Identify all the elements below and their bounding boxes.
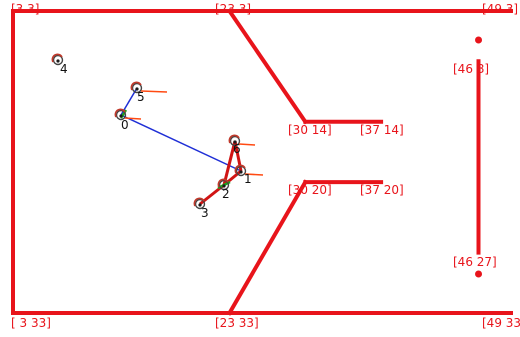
agent-ring-6 — [229, 135, 241, 147]
label-3-3: [3 3] — [11, 2, 40, 16]
agent-id-3: 3 — [201, 206, 209, 220]
label-37-20: [37 20] — [360, 183, 404, 197]
agent-id-1: 1 — [244, 172, 252, 186]
agent-id-6: 6 — [233, 142, 241, 156]
agent-3 — [193, 197, 206, 210]
agent-arc-3 — [193, 197, 205, 207]
agent-5 — [130, 81, 168, 94]
label-46-27: [46 27] — [453, 255, 497, 269]
agent-arc-4 — [51, 53, 63, 63]
agent-center-4 — [56, 59, 60, 63]
agent-1 — [234, 164, 264, 177]
agent-center-0 — [119, 114, 123, 118]
label-23-33: [23 33] — [215, 316, 259, 330]
agent-arc-2 — [217, 178, 229, 188]
agent-ring-2 — [218, 179, 230, 191]
label-46-8: [46 8] — [453, 62, 490, 76]
agent-id-2: 2 — [222, 187, 230, 201]
agent-arc-1 — [234, 164, 246, 174]
agent-center-1 — [239, 170, 243, 174]
agent-0 — [114, 108, 142, 121]
agent-center-6 — [233, 140, 237, 144]
label-49-33: [49 33 — [482, 316, 520, 330]
agent-4 — [51, 53, 64, 66]
agent-ring-5 — [131, 82, 143, 94]
agents-layer — [51, 53, 264, 210]
wall-upper-funnel — [226, 8, 309, 125]
walls-layer — [11, 8, 513, 316]
agent-ring-0 — [115, 109, 127, 121]
agent-ring-4 — [52, 54, 64, 66]
link-6-2 — [222, 140, 237, 186]
label-37-14: [37 14] — [360, 123, 404, 137]
agent-ring-1 — [235, 165, 247, 177]
agent-id-4: 4 — [60, 62, 68, 76]
link-0-1 — [120, 114, 242, 172]
agent-heading-1 — [244, 173, 264, 176]
agent-id-5: 5 — [137, 90, 145, 104]
agent-heading-0 — [124, 117, 142, 120]
agent-id-0: 0 — [121, 118, 129, 132]
label-3-33: [ 3 33] — [11, 316, 51, 330]
label-30-14: [30 14] — [288, 123, 332, 137]
post-markers — [475, 36, 483, 278]
agent-center-2 — [222, 184, 226, 188]
agent-center-5 — [135, 87, 139, 91]
agent-2 — [217, 178, 230, 191]
label-30-20: [30 20] — [288, 183, 332, 197]
agent-heading-6 — [238, 143, 256, 146]
post-top-marker — [475, 36, 483, 44]
post-bottom-marker — [475, 270, 483, 278]
agent-center-3 — [198, 203, 202, 207]
label-49-3: [49 3] — [482, 2, 519, 16]
agent-arc-0 — [114, 108, 126, 118]
agent-6 — [228, 134, 256, 147]
agent-arc-6 — [228, 134, 240, 144]
agent-ring-3 — [194, 198, 206, 210]
agent-arc-5 — [130, 81, 142, 91]
wall-lower-funnel — [226, 179, 309, 316]
label-23-3: [23 3] — [215, 2, 252, 16]
agent-heading-5 — [140, 90, 168, 93]
